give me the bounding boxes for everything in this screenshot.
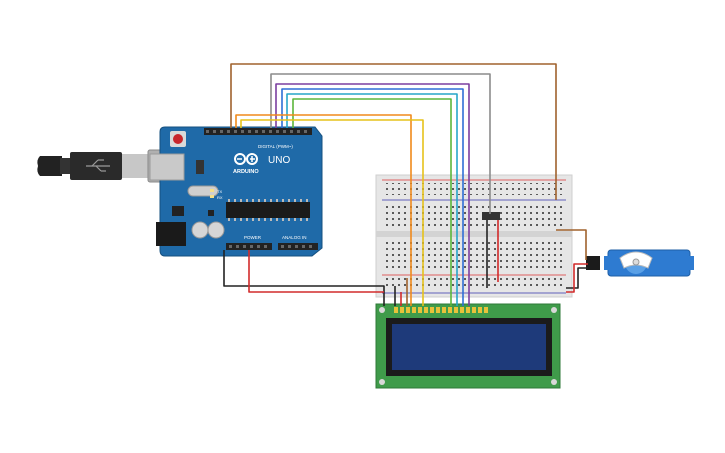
breadboard[interactable] xyxy=(375,174,573,298)
wire-purple xyxy=(275,83,470,306)
analog-header-label: ANALOG IN xyxy=(282,235,307,240)
wire-black-ground xyxy=(223,250,385,306)
lcd-pins xyxy=(394,307,488,313)
arduino-logo xyxy=(234,153,258,165)
atmega-chip xyxy=(226,202,310,218)
wire-red-5v xyxy=(248,250,384,293)
wire-yellow xyxy=(240,119,424,306)
arduino-board[interactable]: UNO ARDUINO DIGITAL (PWM~) TX RX xyxy=(149,126,323,257)
wire-brown xyxy=(230,63,557,200)
wire-servo-power xyxy=(566,263,588,293)
wire-blue xyxy=(281,88,464,306)
usb-icon xyxy=(86,159,110,172)
digital-header-label: DIGITAL (PWM~) xyxy=(258,144,293,149)
wire-green xyxy=(292,98,452,306)
wire-grey xyxy=(270,73,491,214)
lcd-display[interactable] xyxy=(375,303,561,389)
servo-motor[interactable] xyxy=(586,249,694,277)
tx-led-label: TX xyxy=(217,189,222,194)
wire-cyan xyxy=(286,93,458,306)
lcd-screen xyxy=(392,324,546,370)
arduino-model-label: UNO xyxy=(268,155,290,166)
power-header[interactable] xyxy=(226,243,272,250)
wires xyxy=(223,63,588,306)
wire-servo-signal xyxy=(556,229,587,260)
power-jack xyxy=(156,222,186,246)
power-header-label: POWER xyxy=(244,235,262,240)
rx-led-label: RX xyxy=(217,195,223,200)
arduino-logo-text: ARDUINO xyxy=(233,169,259,175)
trimmer-component[interactable] xyxy=(482,212,500,220)
wire-orange xyxy=(235,114,412,306)
wire-servo-ground xyxy=(566,267,588,289)
